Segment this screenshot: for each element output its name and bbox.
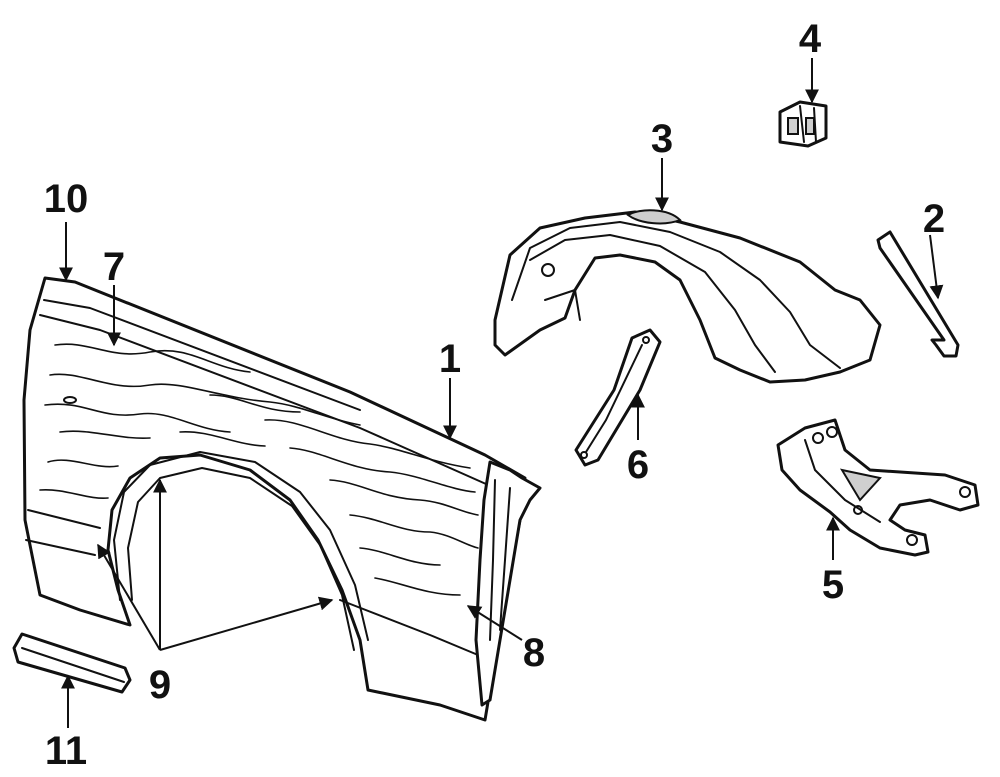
molding-strip (12, 632, 132, 694)
fender-panel (22, 276, 542, 722)
callout-5: 5 (822, 563, 844, 607)
callout-labels: 1 2 3 4 5 6 7 8 9 10 11 (44, 17, 945, 773)
leader-8 (466, 605, 523, 641)
retaining-clip (778, 100, 828, 148)
brace-rod (876, 230, 960, 358)
inner-fender-shield (493, 209, 882, 384)
callout-9: 9 (149, 663, 171, 707)
leader-9b (97, 543, 161, 651)
callout-2: 2 (923, 197, 945, 241)
callout-3: 3 (651, 117, 673, 161)
callout-10: 10 (44, 177, 89, 221)
bracket-strap (574, 328, 662, 467)
callout-1: 1 (439, 337, 461, 381)
mounting-bracket (776, 418, 980, 557)
callout-11: 11 (45, 729, 87, 773)
leader-2 (929, 234, 944, 300)
callout-6: 6 (627, 443, 649, 487)
callout-7: 7 (103, 245, 125, 289)
callout-8: 8 (523, 631, 545, 675)
leader-lines (59, 58, 944, 728)
callout-4: 4 (799, 17, 822, 61)
leader-9c (159, 596, 334, 651)
